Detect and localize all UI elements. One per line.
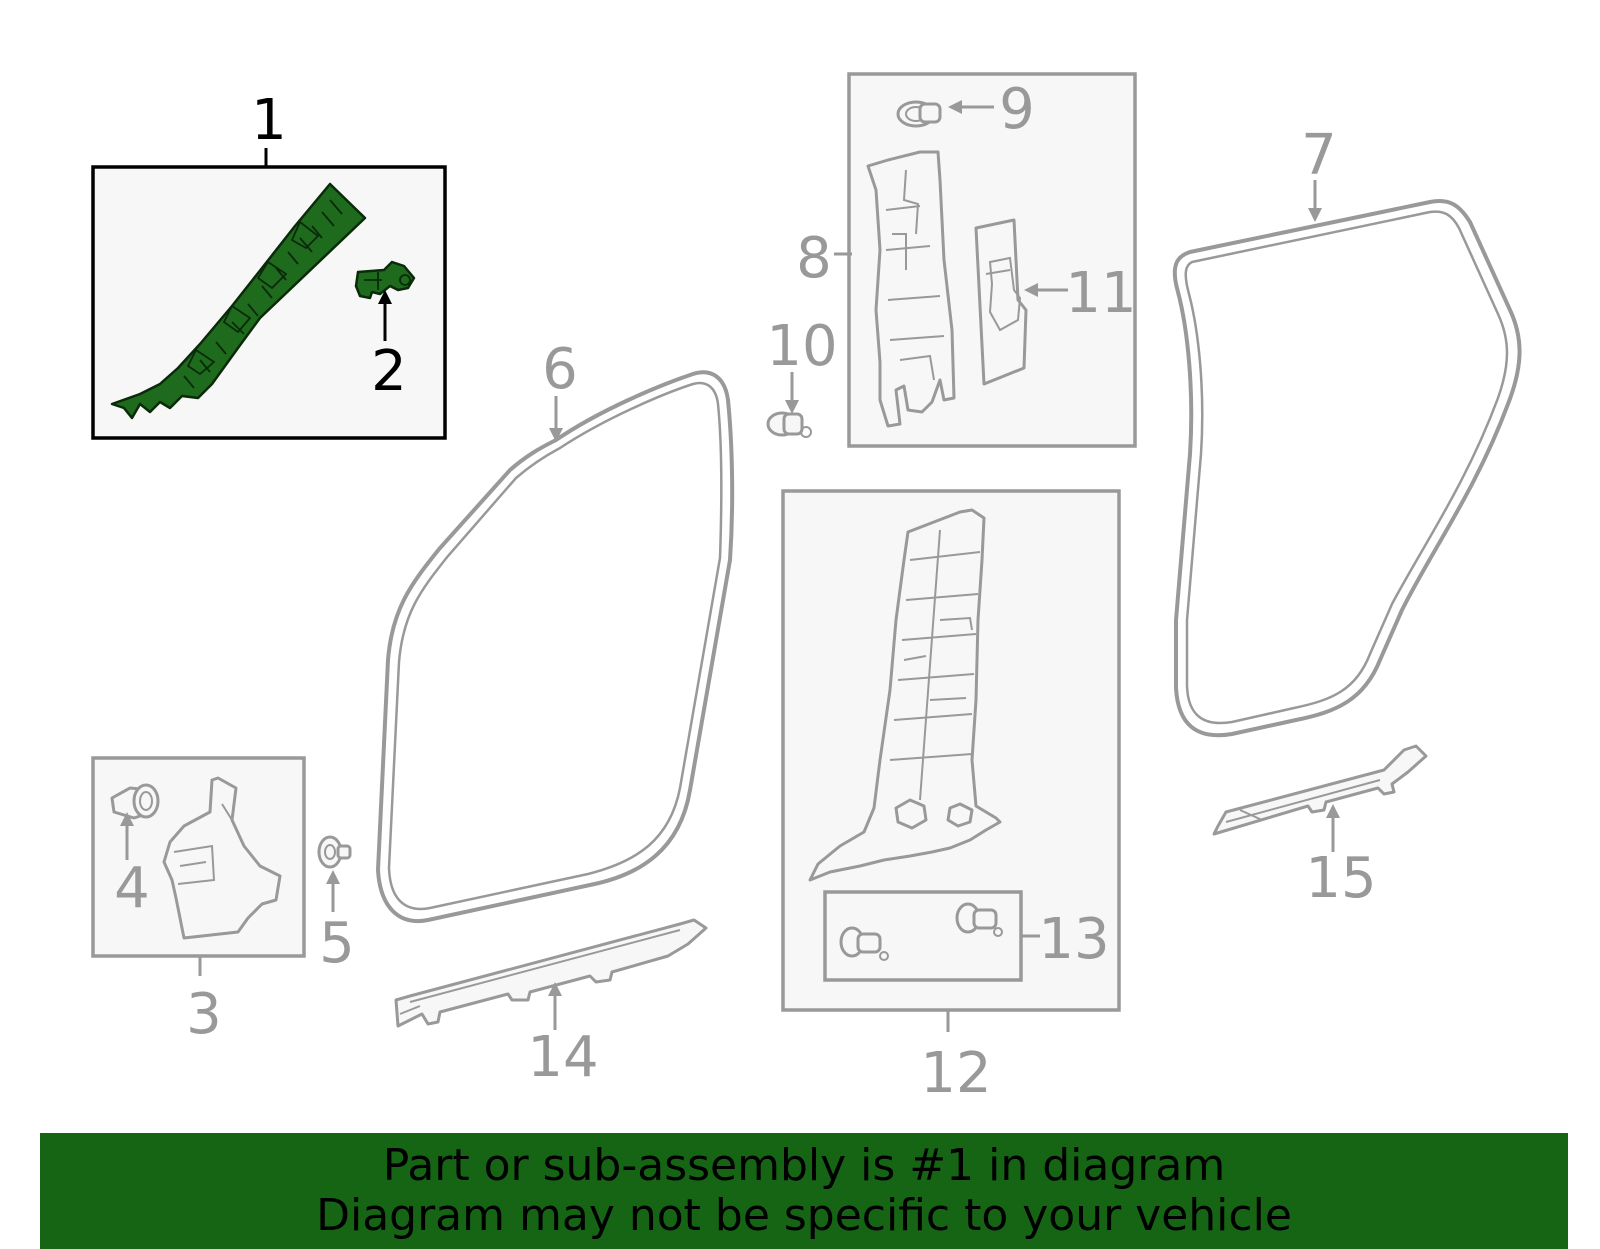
callout-8: 8 (796, 226, 832, 291)
part-4-clip[interactable] (110, 783, 160, 820)
callout-14: 14 (527, 1025, 598, 1090)
callout-15: 15 (1305, 846, 1376, 911)
part-2-clip[interactable] (354, 260, 416, 300)
arrow-5 (326, 870, 340, 884)
part-11-insert[interactable] (974, 218, 1028, 386)
arrow-10 (785, 400, 799, 414)
arrow-7 (1308, 208, 1322, 222)
callout-6: 6 (542, 337, 578, 402)
part-1-front-pillar-garnish[interactable] (110, 182, 367, 420)
part-8-pillar-garnish[interactable] (866, 150, 956, 428)
arrow-11 (1024, 283, 1038, 297)
arrow-9 (948, 100, 962, 114)
callout-13: 13 (1038, 907, 1109, 972)
callout-7: 7 (1301, 123, 1337, 188)
part-9-clip[interactable] (896, 100, 942, 128)
part-6-door-opening-weatherstrip[interactable] (375, 370, 735, 924)
callout-5: 5 (319, 911, 355, 976)
callout-9: 9 (999, 77, 1035, 142)
callout-10: 10 (766, 314, 837, 379)
part-14-front-scuff-plate[interactable] (394, 918, 708, 1028)
callout-4: 4 (114, 856, 150, 921)
arrow-2 (378, 290, 392, 304)
part-12-pillar-lower-garnish[interactable] (808, 508, 1002, 882)
arrow-6 (549, 428, 563, 442)
banner-line-highlighted-part: Part or sub-assembly is #1 in diagram (382, 1140, 1226, 1191)
part-5-clip[interactable] (317, 835, 352, 869)
arrow-15 (1326, 804, 1340, 818)
callout-11: 11 (1065, 261, 1136, 326)
part-15-rear-scuff-plate[interactable] (1212, 744, 1428, 836)
arrow-14 (548, 982, 562, 996)
part-7-door-weatherstrip[interactable] (1172, 199, 1522, 738)
part-3-cowl-trim[interactable] (162, 776, 282, 940)
callout-2: 2 (371, 339, 407, 404)
part-10-clip[interactable] (766, 411, 812, 438)
part-13-clip-b[interactable] (955, 902, 1003, 937)
callout-3: 3 (186, 982, 222, 1047)
banner-line-disclaimer: Diagram may not be specific to your vehi… (316, 1190, 1292, 1241)
callout-1: 1 (251, 88, 287, 153)
callout-12: 12 (920, 1041, 991, 1106)
part-13-clip-a[interactable] (839, 926, 889, 961)
info-banner: Part or sub-assembly is #1 in diagram Di… (40, 1133, 1568, 1249)
arrow-4 (120, 812, 134, 826)
